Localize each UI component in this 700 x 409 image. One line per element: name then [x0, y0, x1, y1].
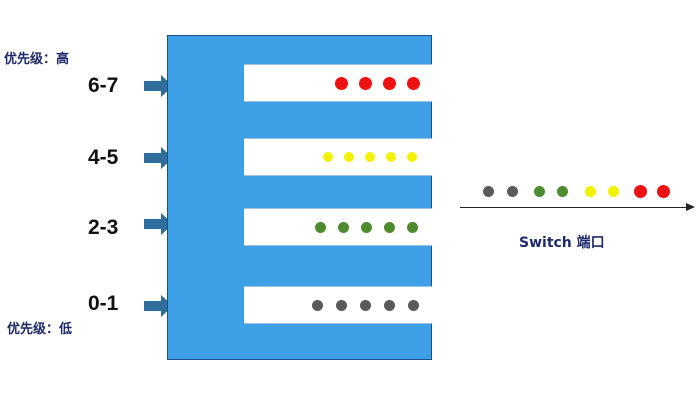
output-packet-dot-yellow: [607, 185, 619, 197]
packet-dot-gray: [384, 299, 395, 311]
output-packet-dot-yellow: [584, 185, 596, 197]
right-arrow-icon: [144, 295, 173, 317]
queue-slot-0: [244, 286, 432, 324]
right-arrow-icon: [144, 75, 173, 97]
packet-dot-green: [315, 221, 326, 233]
output-packet-dot-red: [633, 184, 647, 198]
packet-dot-red: [383, 76, 396, 90]
output-arrow-line: [460, 207, 688, 208]
output-packet-dot-gray: [482, 185, 494, 197]
priority-range-label: 6-7: [88, 74, 119, 97]
packet-dot-yellow: [344, 152, 354, 162]
output-packet-dot-green: [533, 185, 545, 197]
priority-high-label: 优先级：高: [4, 52, 70, 67]
priority-range-label: 4-5: [88, 146, 119, 169]
queue-slot-2: [244, 138, 432, 176]
switch-port-label: Switch 端口: [519, 235, 605, 251]
output-packet-dot-red: [656, 184, 670, 198]
packet-dot-green: [407, 221, 418, 233]
packet-dot-yellow: [407, 152, 417, 162]
packet-dot-red: [359, 76, 372, 90]
output-packet-dot-gray: [506, 185, 518, 197]
packet-dot-yellow: [365, 152, 375, 162]
priority-range-label: 2-3: [88, 216, 119, 239]
packet-dot-gray: [408, 299, 419, 311]
packet-dot-yellow: [386, 152, 396, 162]
priority-range-label: 0-1: [88, 292, 119, 315]
packet-dot-green: [384, 221, 395, 233]
packet-dot-red: [335, 76, 348, 90]
packet-dot-green: [361, 221, 372, 233]
queue-slot-3: [244, 64, 432, 102]
right-arrow-icon: [144, 147, 173, 169]
packet-dot-gray: [336, 299, 347, 311]
right-arrow-icon: [144, 213, 173, 235]
packet-dot-gray: [360, 299, 371, 311]
packet-dot-yellow: [323, 152, 333, 162]
packet-dot-red: [407, 76, 420, 90]
queue-slot-1: [244, 208, 432, 246]
output-packet-dot-green: [556, 185, 568, 197]
output-arrow-head-icon: [686, 203, 695, 211]
priority-low-label: 优先级：低: [7, 322, 73, 337]
packet-dot-gray: [312, 299, 323, 311]
packet-dot-green: [338, 221, 349, 233]
